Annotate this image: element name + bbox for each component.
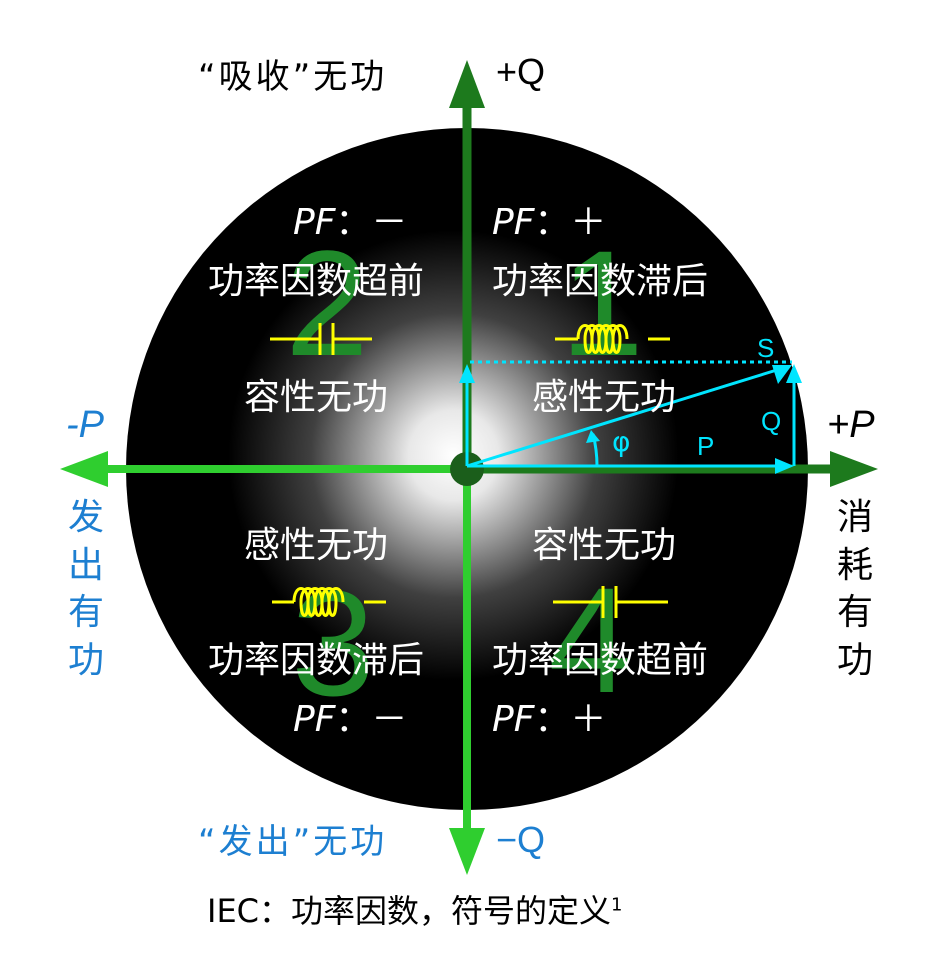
absorb-reactive-label: “吸收”无功 (198, 57, 388, 97)
inductor-icon (272, 587, 386, 617)
capacitor-icon (270, 323, 372, 355)
q-reference-arrowhead (459, 364, 475, 383)
p-vector-label: P (697, 431, 714, 461)
pf-label: PF (293, 699, 336, 740)
axis-negative-p-arrow (60, 451, 467, 487)
caption: IEC：功率因数，符号的定义1 (207, 895, 622, 927)
quadrant-4-pf: PF：＋ (492, 702, 606, 738)
pf-label: PF (492, 202, 535, 243)
quadrant-4-number: 4 (548, 556, 631, 724)
q-vector-label: Q (761, 406, 781, 436)
quadrant-2-load-text: 容性无功 (244, 377, 389, 418)
capacitor-icon (553, 586, 668, 618)
caption-superscript: 1 (611, 894, 623, 916)
emit-active-label: 发出有功 (67, 497, 104, 681)
vector-p-arrowhead (775, 458, 794, 474)
quadrant-2-pf-text: 功率因数超前 (208, 261, 425, 302)
inductor-icon (555, 324, 670, 354)
pf-sign: ：－ (335, 699, 408, 740)
negative-p-label: -P (66, 404, 104, 446)
quadrant-1-load-text: 感性无功 (532, 377, 677, 418)
quadrant-1-number: 1 (560, 219, 643, 387)
emit-reactive-label: “发出”无功 (198, 822, 388, 862)
quadrant-3-load-text: 感性无功 (244, 525, 389, 566)
consume-active-label: 消耗有功 (836, 497, 873, 681)
pf-sign: ：＋ (534, 202, 607, 243)
axis-positive-p-arrow (467, 451, 878, 487)
quadrant-4-load-text: 容性无功 (532, 525, 677, 566)
phi-arc-arrowhead (586, 430, 600, 443)
quadrant-1-pf: PF：＋ (492, 205, 606, 241)
pf-label: PF (293, 202, 336, 243)
positive-p-label: +P (827, 404, 875, 446)
quadrant-2-pf: PF：－ (293, 205, 407, 241)
power-triangle (459, 360, 802, 474)
origin-dot (450, 452, 484, 486)
caption-text: IEC：功率因数，符号的定义 (207, 892, 612, 930)
vector-q-arrowhead (786, 364, 802, 383)
pf-label: PF (492, 699, 535, 740)
positive-q-label: +Q (496, 51, 546, 92)
s-label: S (757, 333, 774, 363)
vector-s-arrowhead (772, 365, 792, 384)
quadrant-2-number: 2 (285, 219, 368, 387)
quadrant-3-number: 3 (291, 559, 374, 727)
negative-q-label: −Q (496, 819, 546, 860)
quadrant-3-pf: PF：－ (293, 702, 407, 738)
phi-label: φ (612, 425, 630, 458)
vector-s-line (466, 367, 781, 468)
quadrant-3-pf-text: 功率因数滞后 (208, 640, 425, 681)
pf-sign: ：－ (335, 202, 408, 243)
axis-negative-q-arrow (449, 469, 485, 875)
quadrant-4-pf-text: 功率因数超前 (492, 640, 709, 681)
quadrant-1-pf-text: 功率因数滞后 (492, 261, 709, 302)
pf-sign: ：＋ (534, 699, 607, 740)
